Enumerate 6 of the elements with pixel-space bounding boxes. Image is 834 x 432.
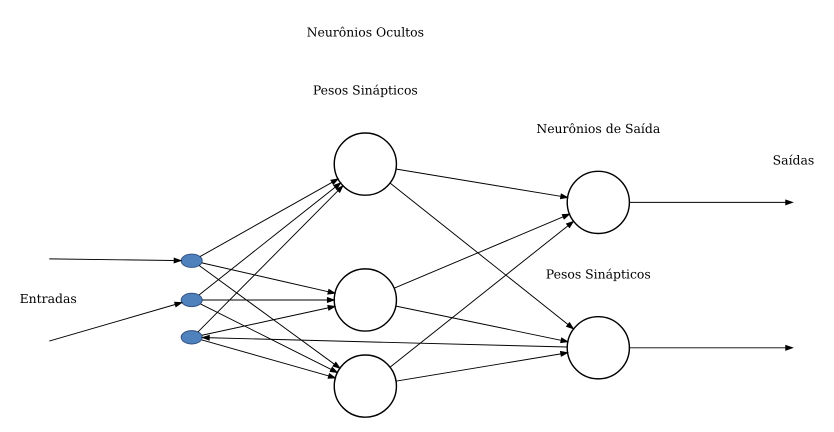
- label: Pesos Sinápticos: [312, 82, 418, 98]
- label: Pesos Sinápticos: [546, 266, 651, 281]
- label: Neurônios de Saída: [536, 120, 660, 136]
- label: Entradas: [20, 290, 77, 306]
- label: Neurônios Ocultos: [306, 24, 424, 39]
- label: Saídas: [772, 152, 814, 167]
